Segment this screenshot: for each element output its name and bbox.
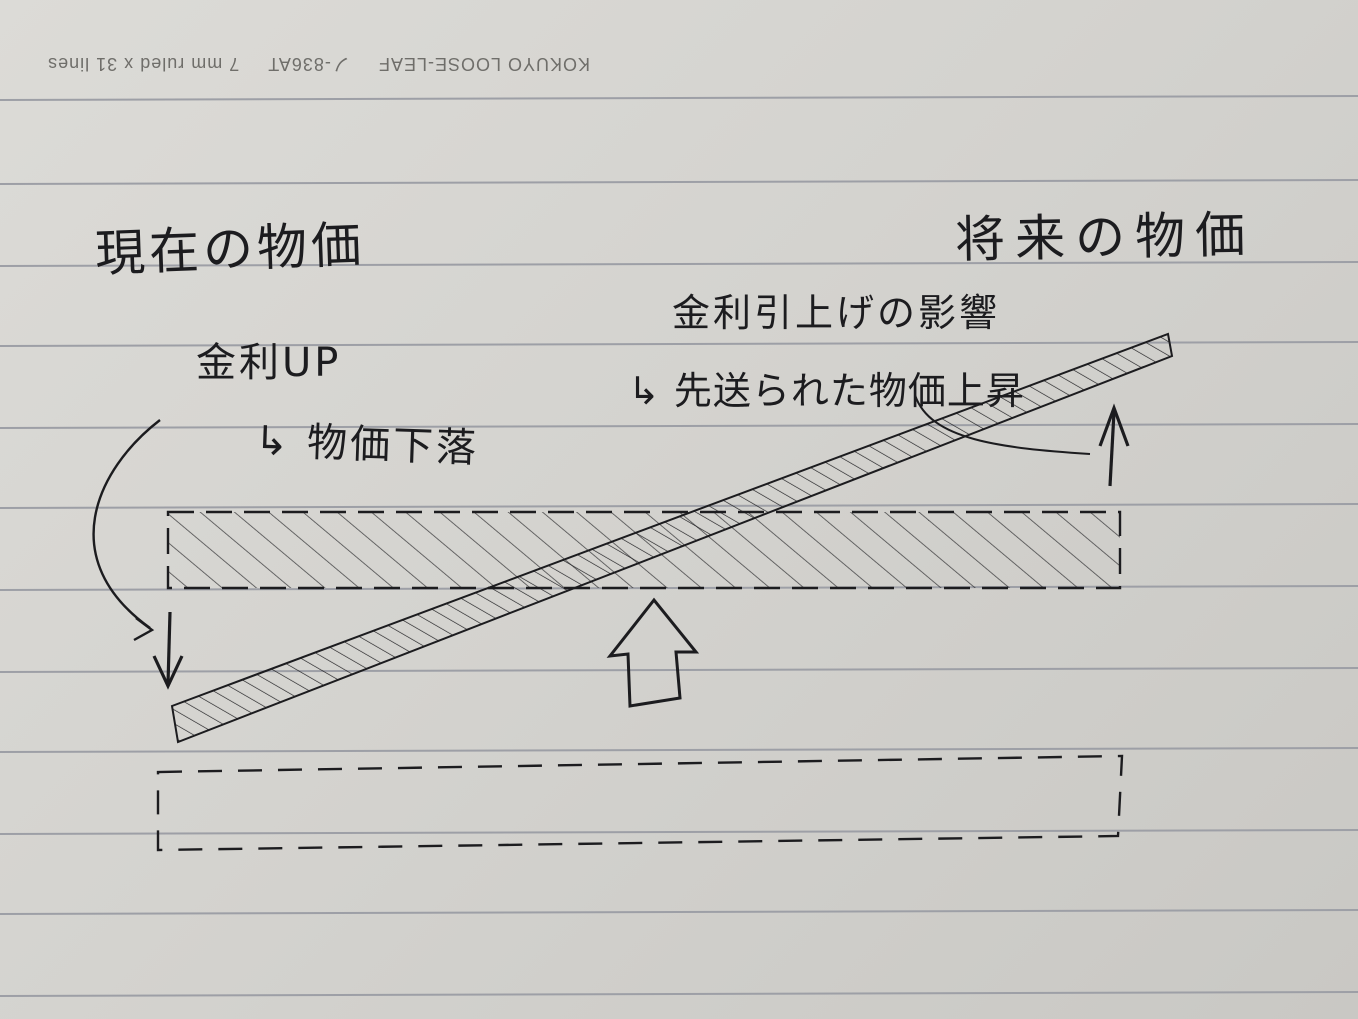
curved-arrow-icon [92,419,161,642]
arrow-up-icon [1098,403,1130,487]
model-print: ノ-836AT [267,54,350,74]
brand-print: KOKUYO LOOSE-LEAF [377,54,590,74]
label-future-price: 将来の物価 [954,205,1256,269]
lowered-price-band [156,754,1124,852]
connector-curve [914,394,1091,455]
label-price-fall: ↳ 物価下落 [254,418,480,472]
arrow-down-icon [152,611,184,690]
paper-header-print: KOKUYO LOOSE-LEAF ノ-836AT 7 mm ruled x 3… [0,52,590,78]
rising-price-band [170,332,1174,744]
label-deferred-rise: ↳ 先送られた物価上昇 [628,369,1025,413]
label-current-price: 現在の物価 [94,215,366,283]
hollow-up-arrow-icon [606,597,700,708]
label-rate-hike-effect: 金利引上げの影響 [672,291,1001,335]
ruling-print: 7 mm ruled x 31 lines [47,54,240,74]
ruled-lines [0,95,1358,997]
label-rate-up: 金利UP [196,340,342,386]
